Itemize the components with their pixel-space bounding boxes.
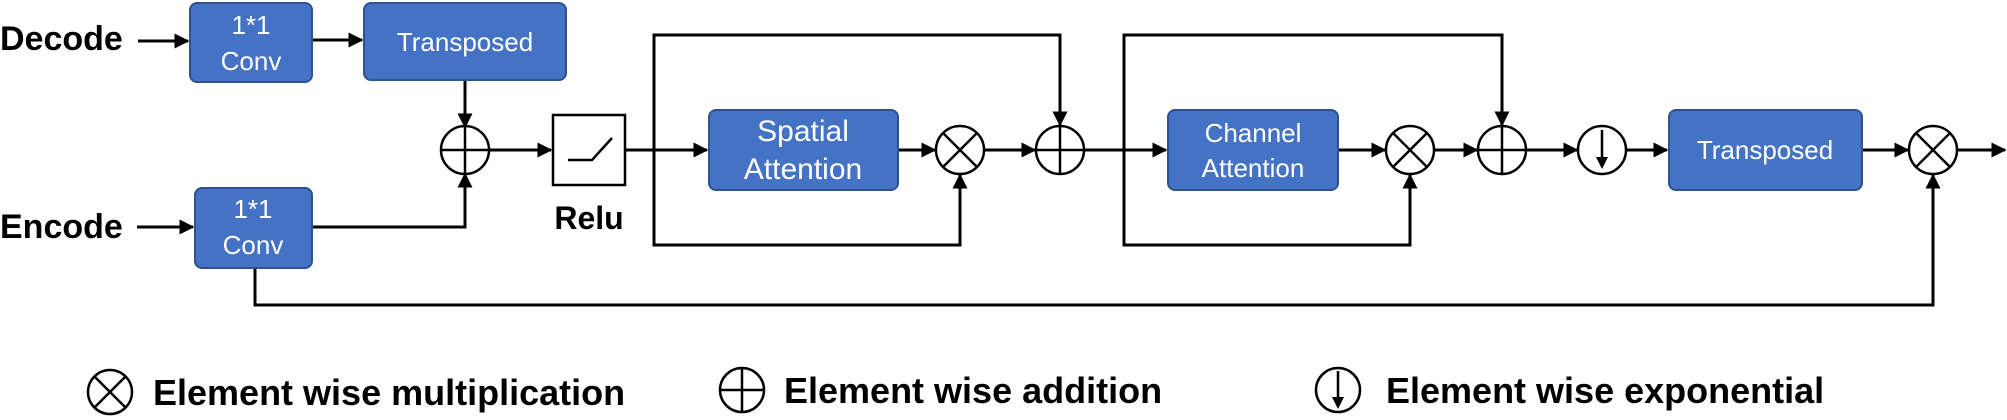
encode-label: Encode [0, 208, 123, 246]
legend-addition-label: Element wise addition [784, 370, 1162, 411]
mult-op-2 [1384, 124, 1436, 176]
arrow-conv-to-add [312, 172, 473, 229]
spatial-attention-block: Spatial Attention [708, 109, 899, 191]
arrow-skip-to-add3 [1122, 33, 1510, 150]
channel-attention-block: Channel Attention [1167, 109, 1339, 191]
transposed-right-box [1668, 109, 1863, 191]
spatial-line1: Spatial [757, 115, 849, 148]
mult-op-3 [1907, 124, 1959, 176]
conv-bottom-box [194, 187, 313, 269]
transposed-top-label: Transposed [397, 27, 533, 57]
channel-attention-box [1167, 109, 1339, 191]
conv-bottom-block: 1*1 Conv [194, 187, 313, 269]
arrow-skip-to-add2 [652, 33, 1068, 150]
conv-top-line2: Conv [221, 46, 282, 76]
exp-op [1576, 124, 1628, 176]
conv-bottom-line2: Conv [223, 230, 284, 260]
relu-block: Relu [551, 113, 627, 236]
add-op-2 [1034, 124, 1086, 176]
channel-line1: Channel [1205, 118, 1302, 148]
legend-multiplication-label: Element wise multiplication [153, 372, 625, 413]
arrow-skip-to-mult2 [1122, 150, 1418, 247]
transposed-top-box [363, 2, 567, 81]
mult-op-1 [934, 124, 986, 176]
connections [137, 32, 2007, 307]
spatial-attention-box [708, 109, 899, 191]
legend-addition: Element wise addition [718, 366, 1162, 414]
conv-top-block: 1*1 Conv [189, 2, 313, 83]
arrow-skip-to-mult1 [652, 150, 968, 247]
conv-top-box [189, 2, 313, 83]
add-op-1 [439, 124, 491, 176]
relu-label: Relu [554, 200, 623, 236]
add-op-3 [1476, 124, 1528, 176]
relu-box [551, 113, 627, 187]
transposed-right-block: Transposed [1668, 109, 1863, 191]
legend: Element wise multiplication Element wise… [86, 366, 1824, 416]
transposed-top-block: Transposed [363, 2, 567, 81]
legend-multiplication: Element wise multiplication [86, 368, 625, 416]
arrow-encode-skip-to-mult3 [253, 173, 1941, 307]
channel-line2: Attention [1202, 153, 1305, 183]
legend-exponential-label: Element wise exponential [1386, 370, 1824, 411]
conv-bottom-line1: 1*1 [233, 194, 272, 224]
relu-curve-icon [568, 137, 613, 162]
conv-top-line1: 1*1 [231, 10, 270, 40]
legend-exponential: Element wise exponential [1314, 366, 1824, 414]
decode-label: Decode [0, 20, 123, 58]
spatial-line2: Attention [744, 153, 862, 186]
transposed-right-label: Transposed [1697, 135, 1833, 165]
